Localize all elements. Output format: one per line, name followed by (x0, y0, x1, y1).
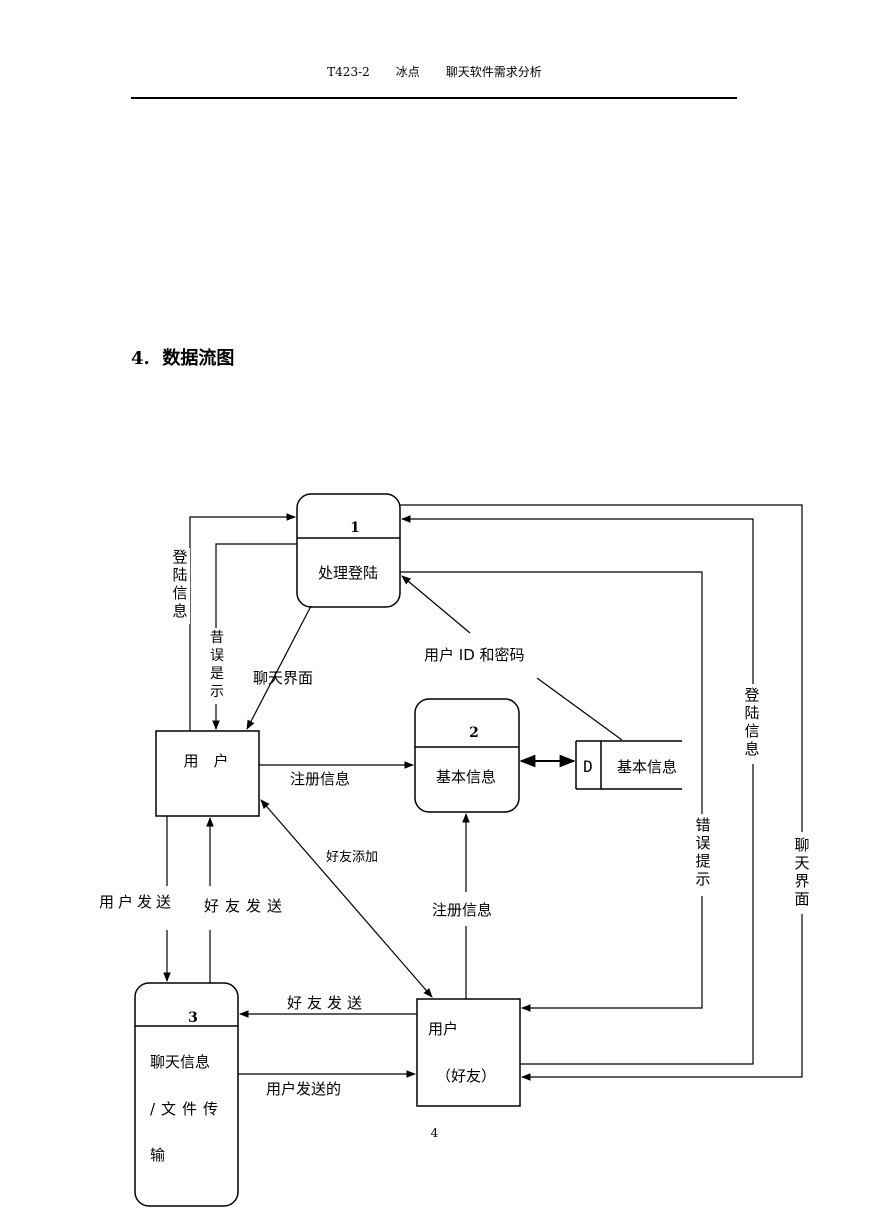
flow-label-register-info-top: 注册信息 (290, 770, 350, 788)
flow-label-chat-ui-right-1: 聊 (794, 836, 809, 854)
flow-register-info-bottom: 注册信息 (430, 813, 502, 999)
section-heading: 4. 数据流图 (131, 344, 234, 370)
flow-label-error-hint-left-4: 示 (210, 684, 224, 700)
flow-label-error-hint-right-2: 误 (695, 834, 710, 852)
header-doc-title: 聊天软件需求分析 (445, 65, 542, 79)
process-3-label-line-1: 聊天信息 (150, 1053, 210, 1071)
flow-label-chat-ui-left: 聊天界面 (253, 669, 313, 687)
flow-label-error-hint-right-1: 错 (695, 816, 710, 834)
flow-label-user-id-password: 用户 ID 和密码 (424, 646, 525, 664)
flow-chat-ui-right: 聊 天 界 面 (400, 504, 812, 1081)
process-3-label-line-3: 输 (150, 1146, 165, 1164)
process-2-number: 2 (469, 725, 479, 741)
flow-label-login-info-right-3: 信 (744, 722, 759, 740)
flow-label-chat-ui-right-3: 界 (794, 872, 809, 890)
process-3-chat-file: 3 聊天信息 /文件传 输 (134, 982, 239, 1207)
process-2-basic-info: 2 基本信息 (414, 698, 520, 813)
header-code: T423-2 (327, 65, 370, 79)
datastore-basic-info: D 基本信息 (575, 740, 682, 790)
flow-label-friend-send-bottom: 好友发送 (287, 994, 367, 1012)
datastore-label: 基本信息 (617, 758, 677, 776)
flow-label-user-send-left: 用户发送 (99, 893, 175, 911)
process-1-label: 处理登陆 (318, 564, 378, 582)
flow-label-login-info-left-2: 陆 (172, 566, 187, 584)
flow-user-send-left: 用户发送 (99, 816, 176, 982)
process-1-login: 1 处理登陆 (296, 493, 401, 608)
flow-friend-add: 好友添加 (260, 799, 433, 998)
flow-label-error-hint-left-2: 误 (210, 648, 224, 664)
flow-label-login-info-right-4: 息 (744, 740, 759, 758)
flow-label-error-hint-right-3: 提 (695, 852, 710, 870)
flow-error-hint-left: 昔 误 是 示 (209, 543, 297, 730)
process-3-label-line-2: /文件传 (150, 1100, 224, 1118)
flow-label-login-info-left-1: 登 (172, 548, 187, 566)
datastore-id: D (583, 757, 593, 776)
flow-label-error-hint-left-1: 昔 (210, 630, 224, 646)
entity-user: 用 户 (155, 730, 260, 817)
flow-label-error-hint-right-4: 示 (695, 870, 710, 888)
flow-label-chat-ui-right-2: 天 (794, 854, 809, 872)
flow-register-info-top: 注册信息 (259, 761, 414, 788)
header-team: 冰点 (395, 65, 420, 79)
flow-label-login-info-left-4: 息 (172, 602, 187, 620)
flow-label-friend-send-left: 好友发送 (204, 897, 288, 915)
flow-login-info-left: 登 陆 信 息 (172, 513, 296, 731)
entity-friend: 用户 （好友） (416, 998, 521, 1107)
entity-friend-label-line-1: 用户 (428, 1020, 458, 1038)
entity-user-label: 用 户 (183, 752, 228, 770)
header-rule (131, 97, 737, 99)
flow-label-login-info-left-3: 信 (172, 584, 187, 602)
section-number: 4. (131, 348, 150, 369)
flow-chat-ui-left: 聊天界面 (246, 605, 313, 730)
section-title: 数据流图 (162, 348, 235, 369)
process-1-number: 1 (350, 520, 360, 536)
flow-label-friend-add: 好友添加 (326, 849, 378, 865)
flow-friend-send-left: 好友发送 (200, 817, 288, 983)
flow-label-user-sent: 用户发送的 (266, 1080, 341, 1098)
process-3-number: 3 (188, 1010, 198, 1026)
entity-friend-label-line-2: （好友） (436, 1067, 496, 1085)
flow-label-login-info-right-2: 陆 (744, 704, 759, 722)
flow-label-register-info-bottom: 注册信息 (432, 901, 492, 919)
flow-label-chat-ui-right-4: 面 (794, 890, 809, 908)
flow-login-info-right: 登 陆 信 息 (401, 515, 763, 1065)
flow-label-error-hint-left-3: 是 (210, 666, 224, 682)
page-header: T423-2 冰点 聊天软件需求分析 (0, 63, 869, 80)
page-number: 4 (430, 1126, 439, 1140)
flow-friend-send-bottom: 好友发送 (239, 994, 417, 1018)
flow-user-id-password: 用户 ID 和密码 (401, 575, 623, 741)
flow-user-sent: 用户发送的 (238, 1070, 416, 1098)
process-2-label: 基本信息 (436, 768, 496, 786)
flow-label-login-info-right-1: 登 (744, 686, 759, 704)
flow-error-hint-right: 错 误 提 示 (400, 571, 712, 1012)
